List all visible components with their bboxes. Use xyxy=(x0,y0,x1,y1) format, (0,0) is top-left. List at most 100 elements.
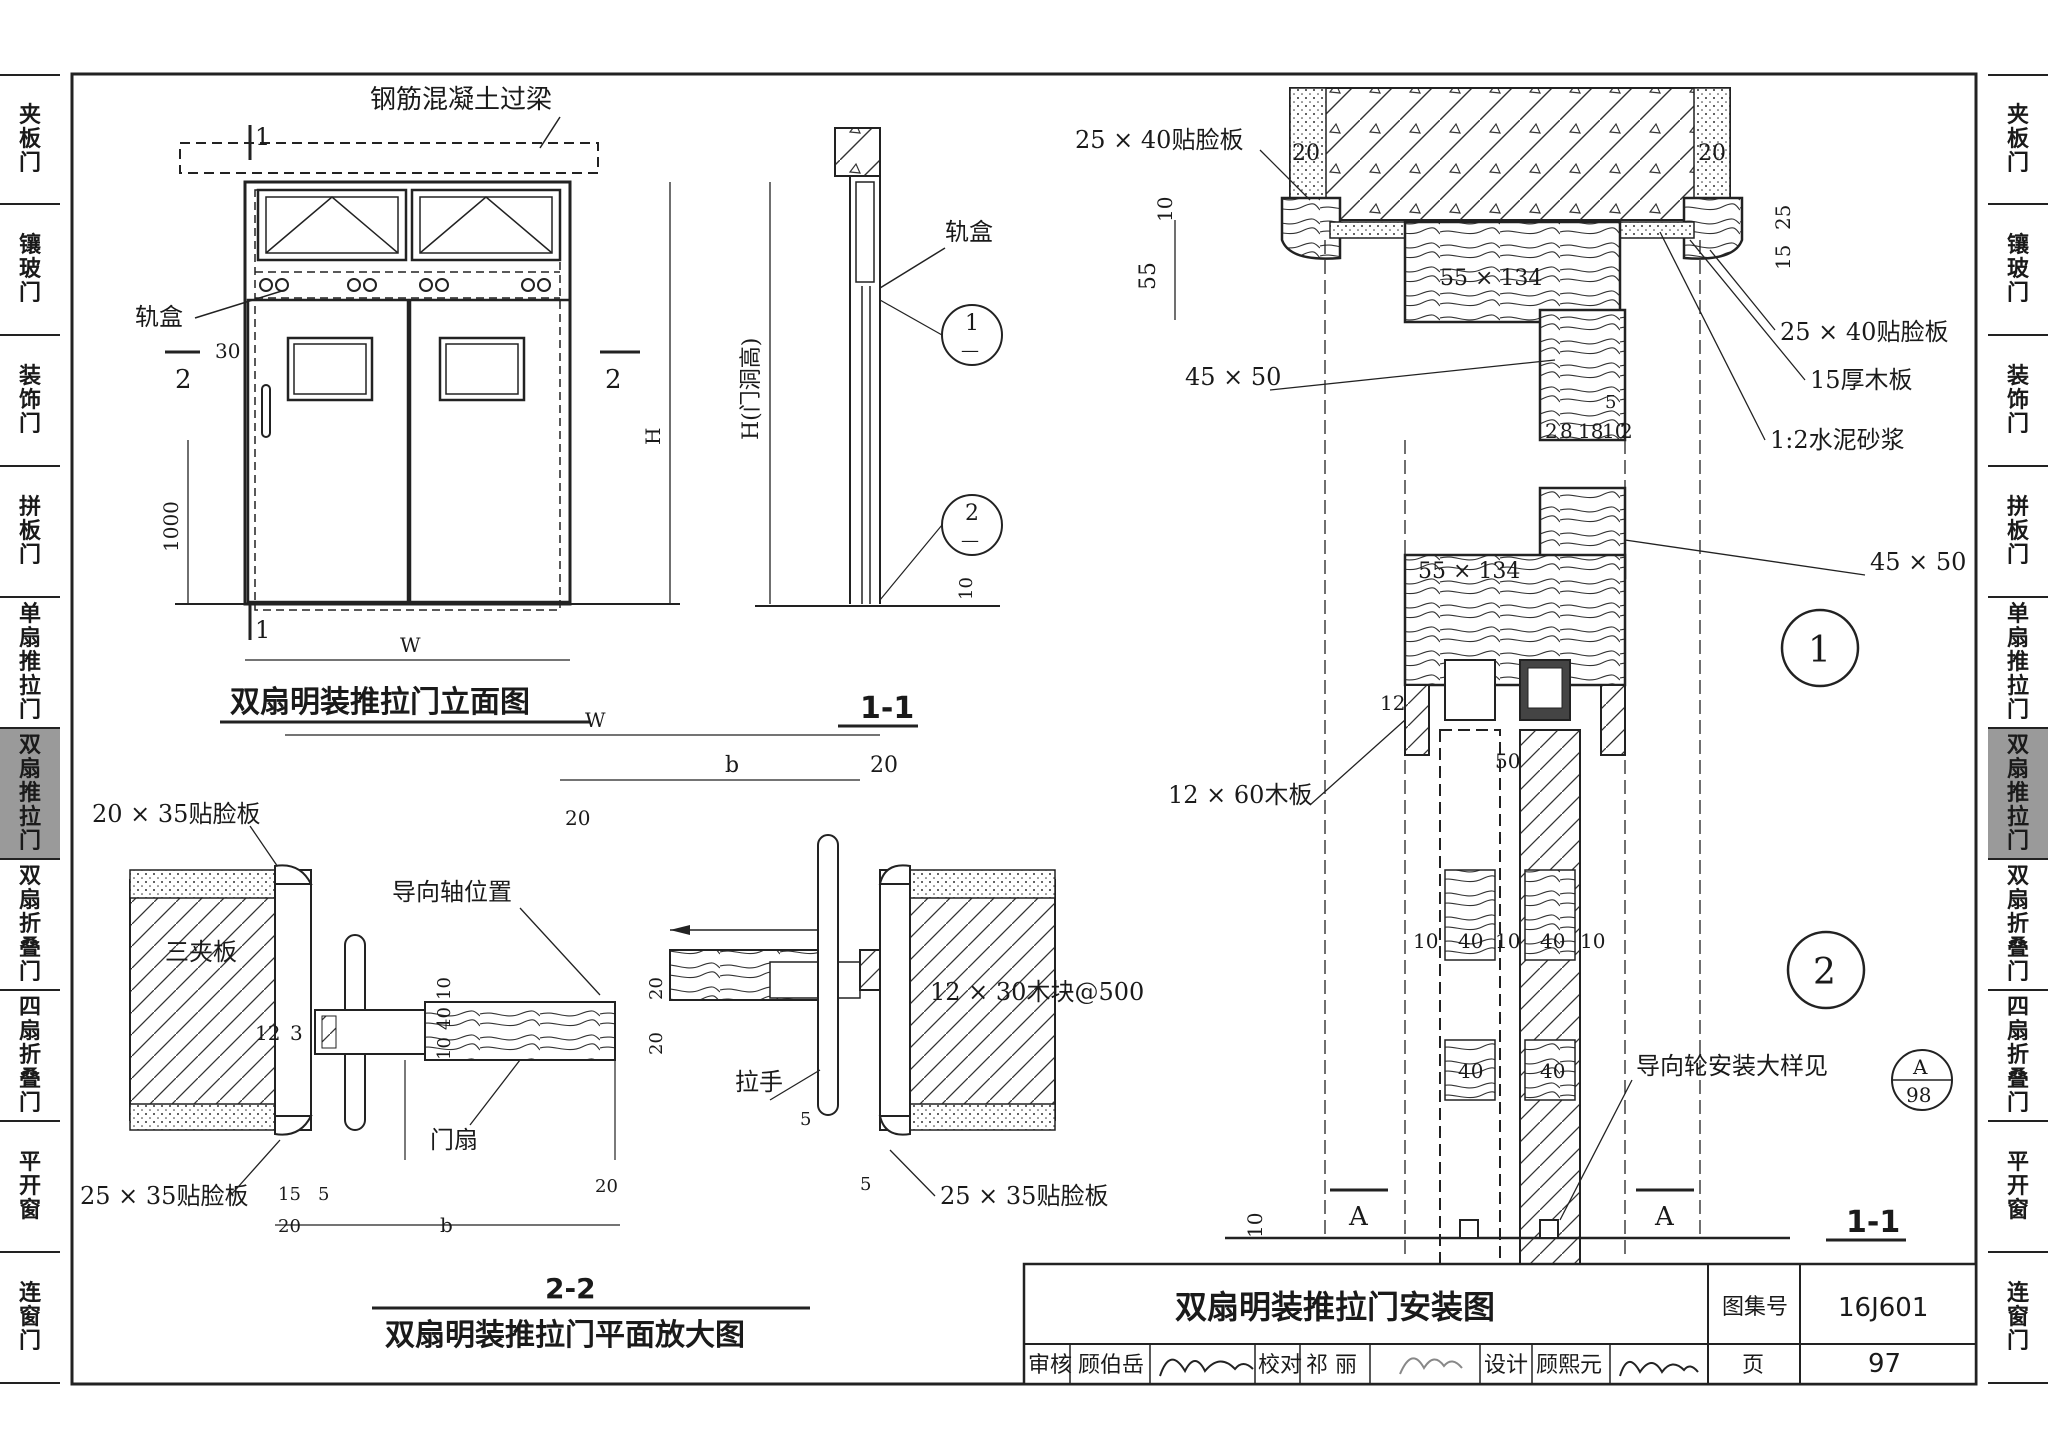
side-tab-right-3[interactable]: 拼板门 xyxy=(1988,467,2048,598)
plan-dim-15: 15 xyxy=(278,1184,301,1205)
side-tab-char: 拉 xyxy=(18,804,41,830)
side-tab-left-6[interactable]: 双扇折叠门 xyxy=(0,860,60,991)
design-signature xyxy=(1619,1361,1699,1377)
side-tab-left-8[interactable]: 平开窗 xyxy=(0,1122,60,1253)
face-board-r-label: 25 × 40贴脸板 xyxy=(1780,318,1948,346)
plan-dim-12-left: 12 xyxy=(255,1021,280,1045)
dim-w: W xyxy=(400,633,421,657)
side-tab-char: 四 xyxy=(18,994,41,1020)
side-tab-char: 拉 xyxy=(18,673,41,699)
left-wall xyxy=(129,879,276,1121)
dim-row-2a: 2 xyxy=(1545,419,1558,443)
side-tab-char: 门 xyxy=(18,697,41,723)
dim-row-8: 8 xyxy=(1560,419,1573,443)
side-tab-left-0[interactable]: 夹板门 xyxy=(0,74,60,205)
title-block: 双扇明装推拉门安装图 图集号 16J601 审核 顾伯岳 校对 祁 丽 设计 顾… xyxy=(1022,1262,1978,1386)
face-board-bottom-right-label: 25 × 35贴脸板 xyxy=(940,1182,1108,1210)
design-name: 顾熙元 xyxy=(1536,1353,1602,1378)
side-tab-right-7[interactable]: 四扇折叠门 xyxy=(1988,991,2048,1122)
plan-dim-b-bottom: b xyxy=(440,1213,453,1237)
plan-dim-b-top: b xyxy=(725,753,739,778)
plan-dim-20-top: 20 xyxy=(870,753,898,778)
side-tab-char: 夹 xyxy=(2006,102,2029,128)
review-name: 顾伯岳 xyxy=(1078,1353,1144,1378)
side-tab-char: 门 xyxy=(18,1328,41,1354)
detail-dim-10-top: 10 xyxy=(1153,197,1177,222)
section-1-1-small: 轨盒 H(门洞高) 1 — 2 — 10 1-1 xyxy=(739,127,1003,728)
side-tab-char: 门 xyxy=(18,1090,41,1116)
plan-dim-3-left: 3 xyxy=(290,1021,303,1045)
side-tab-char: 单 xyxy=(18,601,41,627)
dim-row-2b: 2 xyxy=(1620,419,1633,443)
section-2-right: 2 xyxy=(605,365,622,395)
detail-dim-15: 15 xyxy=(1771,245,1795,270)
side-tab-right-0[interactable]: 夹板门 xyxy=(1988,74,2048,205)
side-tab-left-2[interactable]: 装饰门 xyxy=(0,336,60,467)
dim-row-10: 10 xyxy=(1602,419,1627,443)
dim-h: H xyxy=(641,428,665,445)
board-15-label: 15厚木板 xyxy=(1810,366,1913,394)
plan-dim-5b: 5 xyxy=(800,1109,811,1130)
detail-2-dash: — xyxy=(961,530,979,551)
side-tab-char: 门 xyxy=(2006,150,2029,176)
side-tab-char: 扇 xyxy=(18,1018,41,1044)
side-tab-left-1[interactable]: 镶玻门 xyxy=(0,205,60,336)
side-tab-right-5[interactable]: 双扇推拉门 xyxy=(1988,729,2048,860)
side-tab-right-6[interactable]: 双扇折叠门 xyxy=(1988,860,2048,991)
plan-dim-20-bottom: 20 xyxy=(278,1216,301,1237)
ref-circle-bottom: 98 xyxy=(1906,1083,1931,1107)
side-tab-left-4[interactable]: 单扇推拉门 xyxy=(0,598,60,729)
page-label: 页 xyxy=(1742,1353,1764,1378)
side-tab-char: 扇 xyxy=(18,625,41,651)
plan-dim-20b: 20 xyxy=(646,1032,667,1055)
side-tab-char: 连 xyxy=(2006,1280,2029,1306)
plan-dim-20a: 20 xyxy=(646,977,667,1000)
dim-10c: 10 xyxy=(1580,929,1605,953)
side-tab-char: 叠 xyxy=(2006,935,2029,961)
wood-block-label: 12 × 30木块@500 xyxy=(930,978,1144,1006)
side-tab-right-1[interactable]: 镶玻门 xyxy=(1988,205,2048,336)
side-tab-char: 拉 xyxy=(2006,804,2029,830)
side-tab-char: 推 xyxy=(18,649,41,675)
side-tab-char: 板 xyxy=(2006,126,2029,152)
install-caption: 1-1 xyxy=(1846,1205,1900,1240)
plan-dim-20-mid: 20 xyxy=(565,806,590,830)
dim-30: 30 xyxy=(215,339,240,363)
plan-dim-w: W xyxy=(585,708,606,732)
side-tab-right-4[interactable]: 单扇推拉门 xyxy=(1988,598,2048,729)
side-tab-char: 窗 xyxy=(2006,1304,2029,1330)
dim-row-5: 5 xyxy=(1605,392,1616,413)
detail-dim-25: 25 xyxy=(1771,205,1795,230)
side-tab-right-9[interactable]: 连窗门 xyxy=(1988,1253,2048,1384)
side-tab-char: 扇 xyxy=(2006,625,2029,651)
side-tab-left-3[interactable]: 拼板门 xyxy=(0,467,60,598)
side-tab-char: 门 xyxy=(18,280,41,306)
side-tab-char: 平 xyxy=(18,1149,41,1175)
dim-40b: 40 xyxy=(1540,929,1565,953)
detail-circle-2 xyxy=(1786,930,1866,1010)
side-tab-char: 门 xyxy=(2006,542,2029,568)
side-tab-left-7[interactable]: 四扇折叠门 xyxy=(0,991,60,1122)
side-tab-char: 拼 xyxy=(18,494,41,520)
dim-40d: 40 xyxy=(1540,1059,1565,1083)
mortar-label: 1:2水泥砂浆 xyxy=(1770,426,1905,454)
side-tab-right-8[interactable]: 平开窗 xyxy=(1988,1122,2048,1253)
dim-10a: 10 xyxy=(1413,929,1438,953)
page-value: 97 xyxy=(1868,1349,1901,1379)
side-tab-char: 玻 xyxy=(2006,256,2029,282)
track-box-label-small: 轨盒 xyxy=(945,218,993,246)
side-tab-char: 玻 xyxy=(18,256,41,282)
side-tab-left-5[interactable]: 双扇推拉门 xyxy=(0,729,60,860)
side-tab-left-9[interactable]: 连窗门 xyxy=(0,1253,60,1384)
side-tab-char: 饰 xyxy=(18,387,41,413)
detail-1-ref: 1 xyxy=(965,311,979,336)
dim-40a: 40 xyxy=(1458,929,1483,953)
side-tab-right-2[interactable]: 装饰门 xyxy=(1988,336,2048,467)
side-tab-char: 窗 xyxy=(2006,1197,2029,1223)
sheet-title: 双扇明装推拉门安装图 xyxy=(1175,1288,1495,1326)
detail-dim-10-bottom: 10 xyxy=(1243,1213,1267,1238)
side-tab-char: 门 xyxy=(2006,1090,2029,1116)
block-45x50-right-label: 45 × 50 xyxy=(1870,548,1966,576)
side-tab-char: 扇 xyxy=(18,756,41,782)
